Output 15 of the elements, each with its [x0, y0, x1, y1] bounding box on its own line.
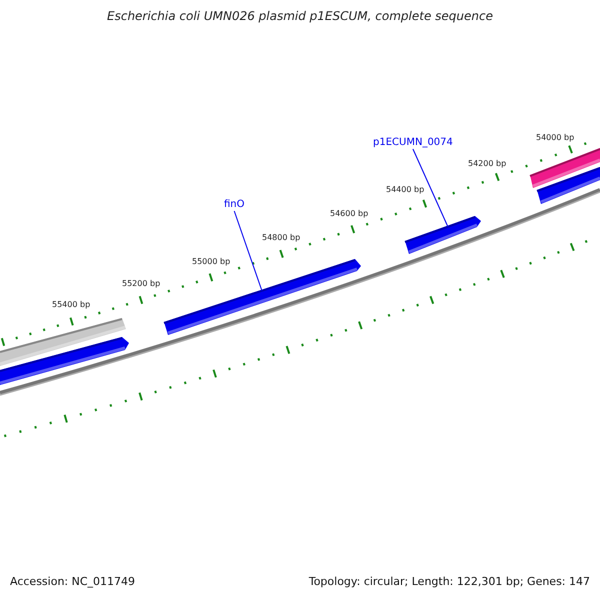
gene-arrow: [0, 318, 126, 366]
leader-line: [412, 148, 448, 228]
gene-arrow: [164, 259, 361, 335]
accession-text: Accession: NC_011749: [10, 575, 136, 588]
gene-label: finO: [224, 199, 245, 211]
gene-label: p1ECUMN_0074: [373, 137, 453, 149]
title: Escherichia coli UMN026 plasmid p1ESCUM, complete sequence: [106, 9, 494, 23]
gene-arrow: [0, 337, 129, 385]
summary-text: Topology: circular; Length: 122,301 bp; Genes: 147: [308, 575, 590, 588]
tick-label: 54200 bp: [468, 159, 506, 168]
tick-label: 54600 bp: [330, 209, 368, 218]
gene-arrow: [536, 167, 600, 204]
gene-arrow: [404, 216, 481, 254]
tick-label: 55000 bp: [192, 257, 230, 266]
leader-line: [234, 210, 262, 292]
